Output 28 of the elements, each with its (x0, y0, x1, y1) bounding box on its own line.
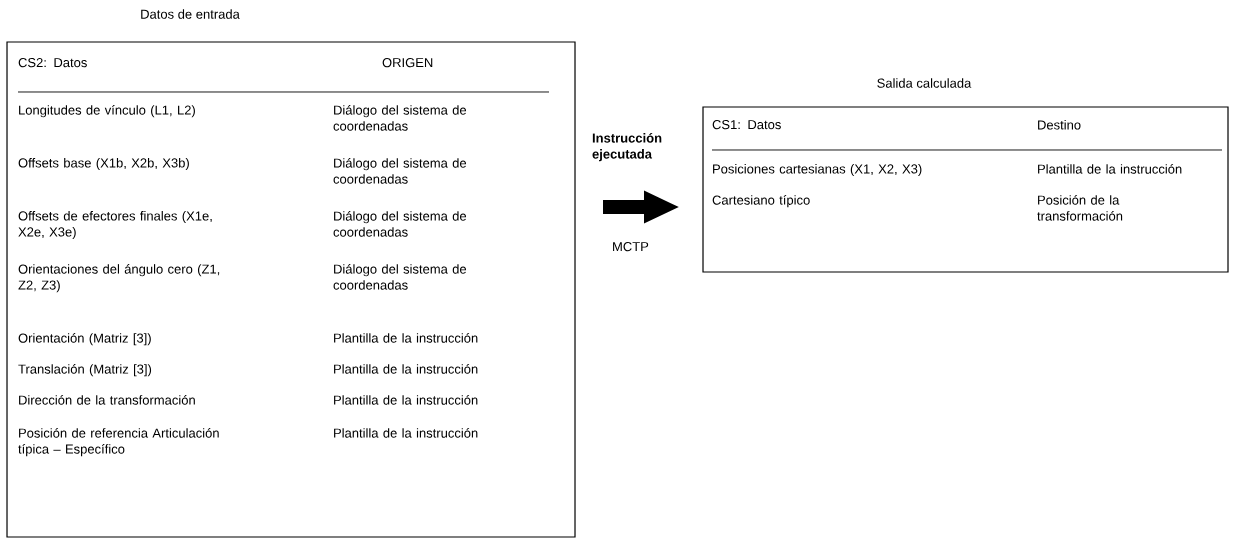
table-cell: Posición de referencia Articulación típica – Específico (18, 428, 219, 457)
table-cell: Diálogo del sistema de coordenadas (333, 158, 467, 184)
table-cell: Translación (Matriz [3]) (18, 364, 152, 377)
edge-label: Instrucción ejecutada (592, 133, 662, 162)
table-cell: Plantilla de la instrucción (334, 364, 478, 374)
column-header: ORIGEN (382, 58, 433, 68)
table-cell: Plantilla de la instrucción (334, 428, 478, 438)
column-header: CS1: Datos (712, 120, 781, 130)
table-cell: Orientación (Matriz [3]) (18, 333, 151, 346)
table-cell: Orientaciones del ángulo cero (Z1, Z2, Z3) (18, 264, 220, 293)
table-cell: Plantilla de la instrucción (1038, 164, 1182, 174)
table-cell: Plantilla de la instrucción (334, 333, 478, 343)
table-cell: Posición de la transformación (1037, 195, 1123, 221)
column-header: Destino (1038, 120, 1081, 130)
table-cell: Diálogo del sistema de coordenadas (333, 264, 467, 290)
table-cell: Dirección de la transformación (19, 395, 195, 405)
table-cell: Plantilla de la instrucción (334, 395, 478, 405)
table-cell: Diálogo del sistema de coordenadas (333, 211, 467, 237)
table-cell: Longitudes de vínculo (L1, L2) (19, 105, 195, 118)
table-cell: Posiciones cartesianas (X1, X2, X3) (713, 164, 922, 177)
node-label: Datos de entrada (141, 9, 240, 19)
table-cell: Offsets base (X1b, X2b, X3b) (18, 158, 189, 171)
column-header: CS2: Datos (18, 58, 87, 68)
table-cell: Offsets de efectores finales (X1e, X2e, X3e) (18, 211, 212, 240)
table-cell: Diálogo del sistema de coordenadas (333, 105, 467, 131)
table-cell: Cartesiano típico (712, 195, 810, 208)
note-label: MCTP (613, 242, 649, 252)
node-label: Salida calculada (877, 78, 972, 88)
